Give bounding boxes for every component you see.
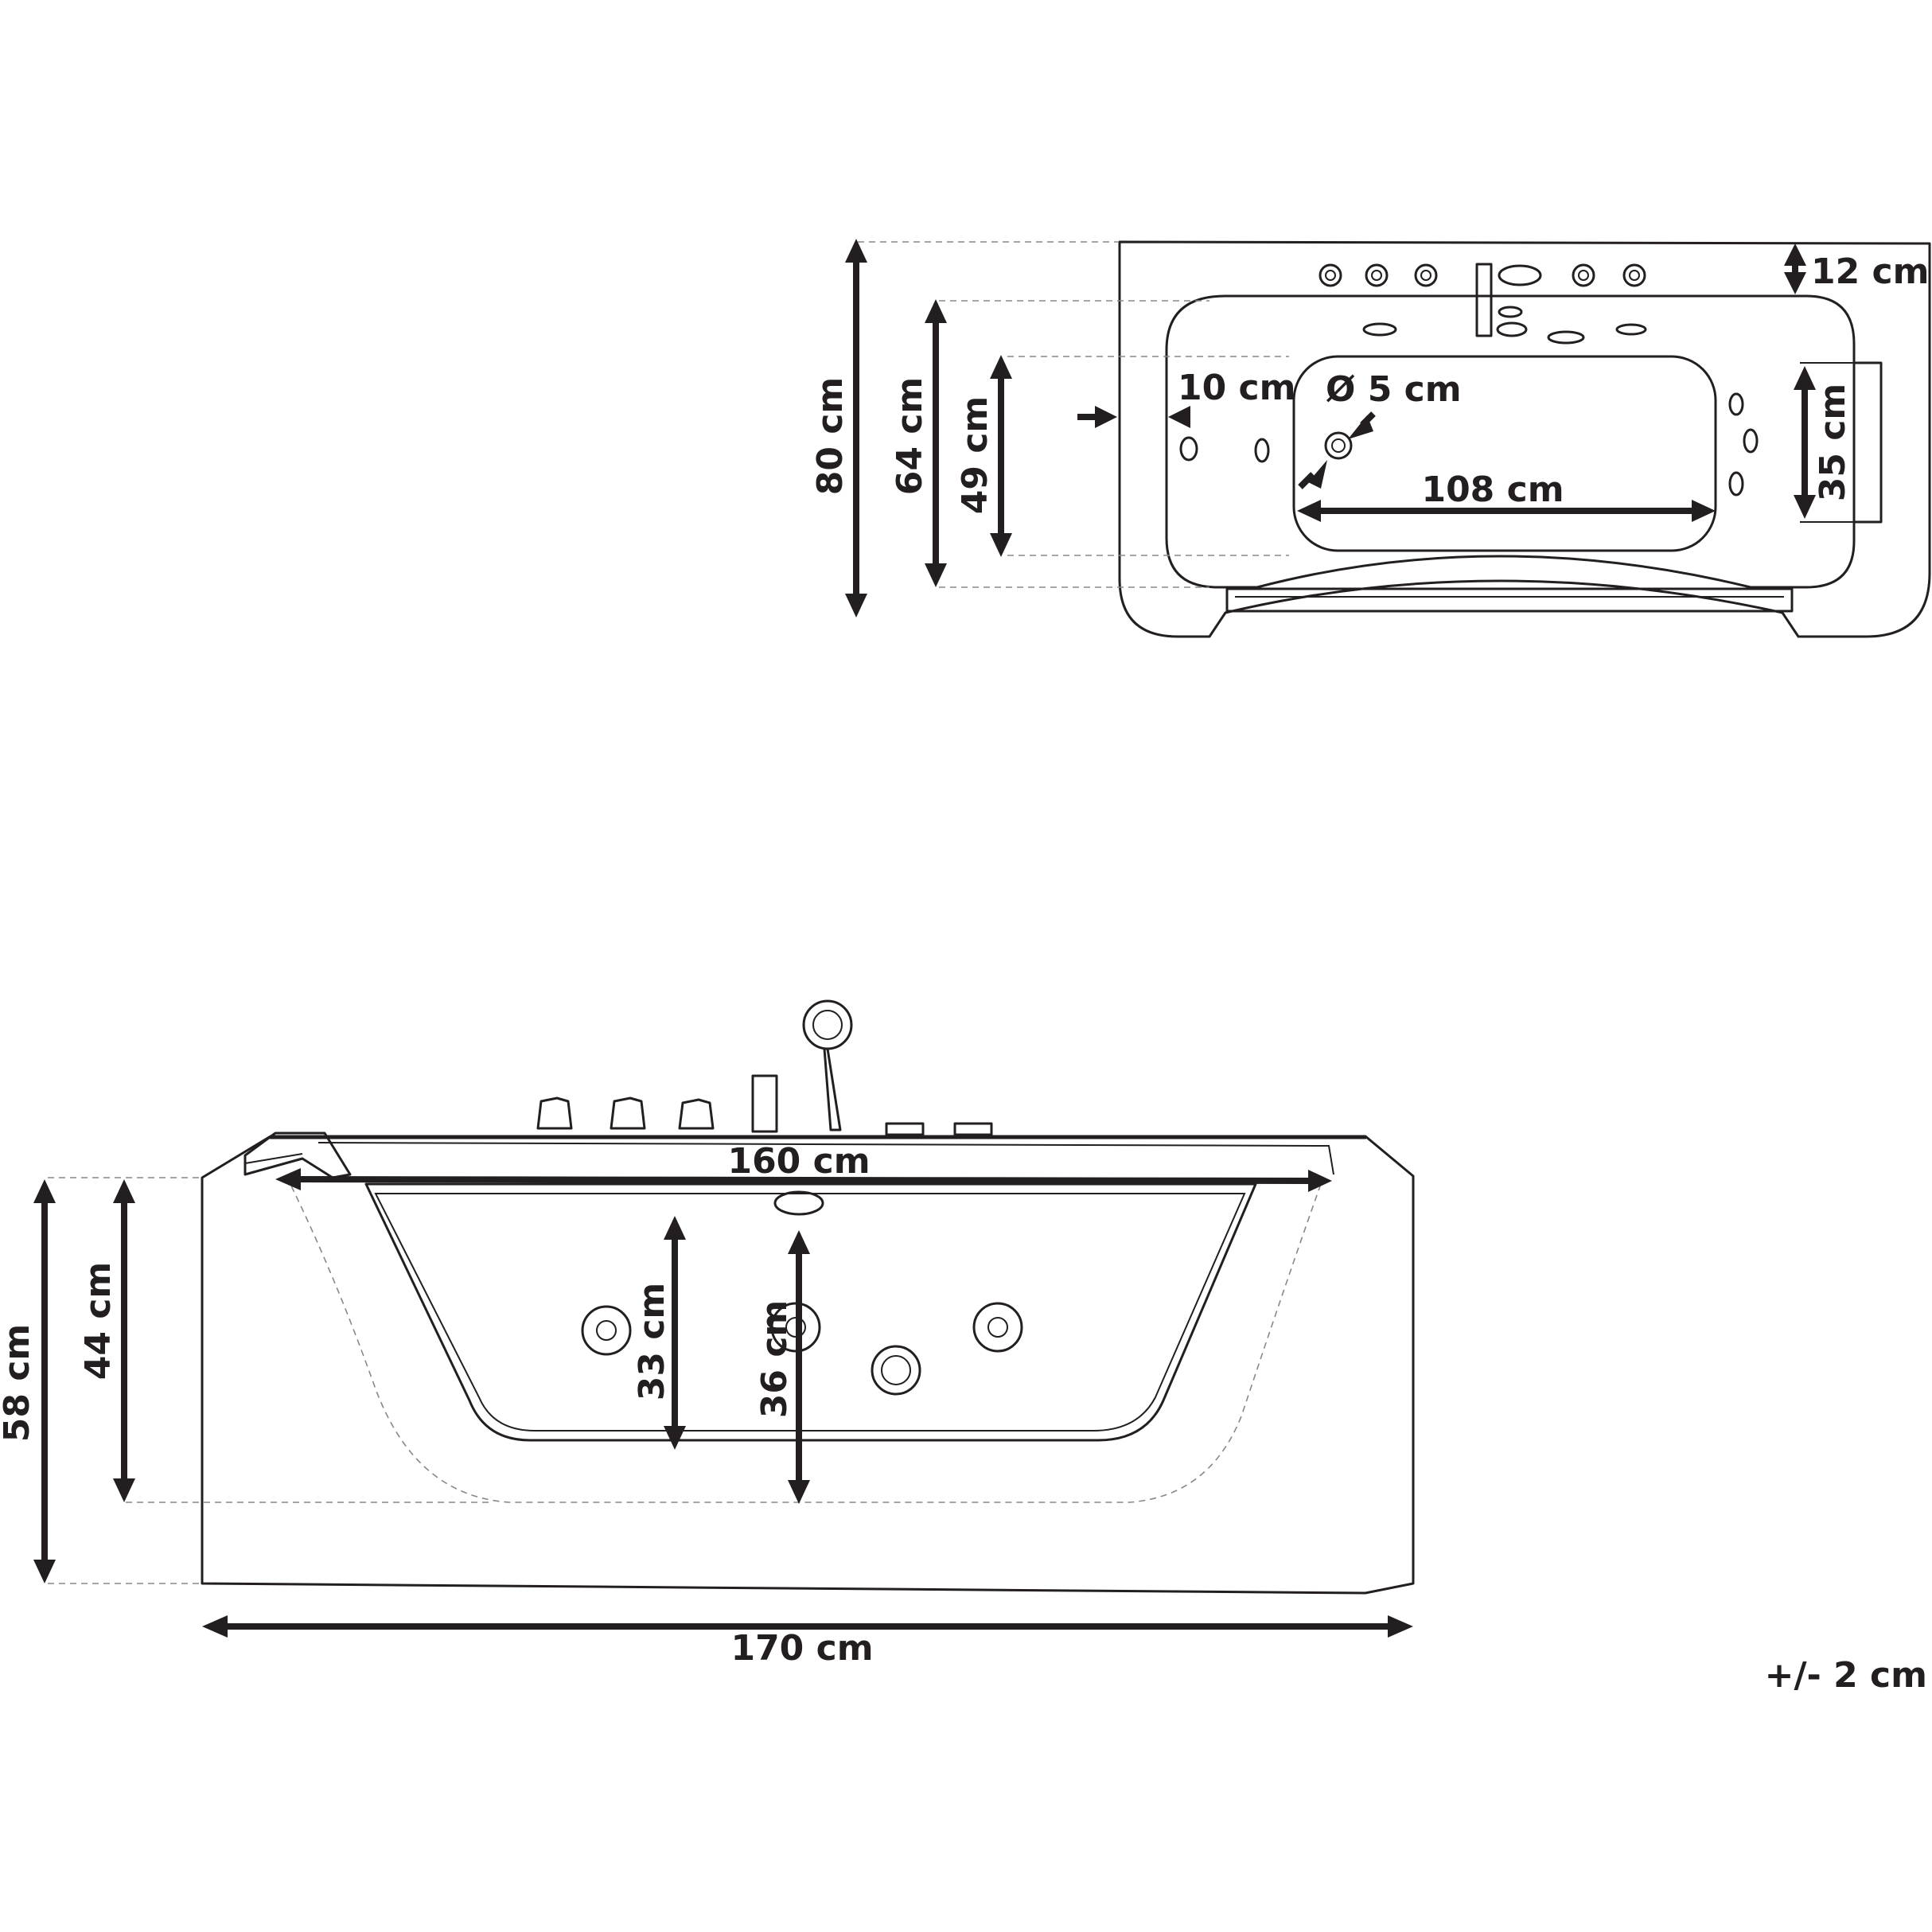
label-160cm: 160 cm [727,1141,870,1182]
label-10cm: 10 cm [1178,368,1295,408]
label-diameter-5cm: Ø 5 cm [1326,369,1462,410]
top-view-glass-strip [1225,587,1794,613]
label-170cm: 170 cm [730,1628,873,1669]
tolerance-note: +/- 2 cm [1765,1655,1927,1696]
label-49cm: 49 cm [955,396,995,514]
top-view: 80 cm 64 cm 49 cm 12 cm 10 cm Ø 5 cm 108… [810,239,1931,638]
side-view-outer-body [201,1135,1415,1595]
label-108cm: 108 cm [1421,469,1564,510]
side-view-basin-hidden-line [286,1175,1322,1503]
label-35cm: 35 cm [1813,384,1853,501]
side-view-taps [536,1074,993,1136]
label-36cm: 36 cm [754,1300,795,1418]
label-12cm: 12 cm [1811,251,1929,292]
top-view-headrest [1852,361,1883,524]
side-view-waterfall [243,1132,352,1179]
label-80cm: 80 cm [810,377,851,495]
side-view-extension-lines [48,1177,493,1584]
label-33cm: 33 cm [632,1283,672,1400]
top-view-control-knobs [1319,263,1646,337]
label-58cm: 58 cm [0,1324,37,1442]
side-view: 160 cm 58 cm 44 cm 33 cm 36 cm 170 cm [0,999,1415,1669]
top-view-outer-shell [1118,240,1931,638]
side-view-glass-window [364,1182,1257,1442]
side-view-dimension-arrows [33,1168,1413,1638]
top-view-jets [1179,306,1759,497]
side-view-hand-shower [802,999,853,1132]
top-view-inner-basin [1165,294,1856,589]
label-44cm: 44 cm [78,1262,119,1380]
top-view-extension-lines [858,241,1289,588]
top-view-drain [1324,431,1353,460]
top-view-dimension-arrows [845,239,1816,617]
label-64cm: 64 cm [890,377,930,495]
top-view-bottom-basin [1292,355,1717,552]
